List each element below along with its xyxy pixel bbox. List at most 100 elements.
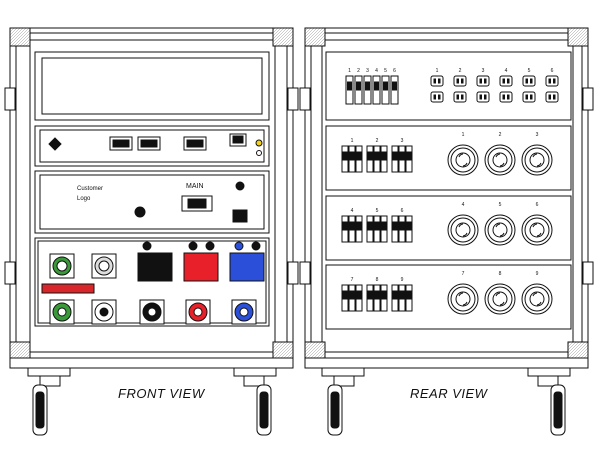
breaker-row4-9[interactable]: 9 bbox=[391, 277, 413, 312]
breaker-row1-label-5: 5 bbox=[384, 68, 387, 74]
breaker-row2-label-3: 3 bbox=[401, 138, 404, 144]
rear-latch-right-top bbox=[582, 87, 594, 111]
outlet-row3-label-6: 6 bbox=[536, 202, 539, 208]
front-corner-tr bbox=[272, 27, 294, 47]
duplex-outlet-4[interactable]: 4 bbox=[499, 68, 513, 103]
camlock-red[interactable] bbox=[183, 241, 219, 282]
meter-led bbox=[256, 150, 262, 156]
rear-latch-left-bot bbox=[299, 261, 311, 285]
twistlock-outlet-2[interactable]: 2 bbox=[484, 132, 516, 176]
duplex-outlet-5[interactable]: 5 bbox=[522, 68, 536, 103]
twistlock-outlet-8[interactable]: 8 bbox=[484, 271, 516, 315]
outlet-row1-label-2: 2 bbox=[459, 68, 462, 74]
outlet-row1-label-1: 1 bbox=[436, 68, 439, 74]
camlock-black[interactable] bbox=[137, 241, 173, 282]
duplex-outlet-2[interactable]: 2 bbox=[453, 68, 467, 103]
connector-white-bottom[interactable] bbox=[91, 299, 117, 325]
indicator-box bbox=[232, 209, 248, 223]
breaker-row1-1[interactable]: 1 bbox=[345, 68, 354, 105]
front-latch-right-top bbox=[287, 87, 299, 111]
breaker-row1-2[interactable]: 2 bbox=[354, 68, 363, 105]
breaker-row1-label-2: 2 bbox=[357, 68, 360, 74]
customer-logo-line2: Logo bbox=[77, 196, 91, 202]
connector-blue-bottom[interactable] bbox=[231, 299, 257, 325]
front-corner-br bbox=[272, 341, 294, 361]
meter-led-yellow bbox=[255, 139, 263, 147]
camlock-blue[interactable] bbox=[229, 241, 265, 282]
breaker-row3-5[interactable]: 5 bbox=[366, 208, 388, 243]
front-meter-panel bbox=[34, 125, 270, 167]
front-connector-panel bbox=[34, 237, 270, 327]
front-latch-right-bot bbox=[287, 261, 299, 285]
front-latch-left-top bbox=[4, 87, 16, 111]
breaker-row4-8[interactable]: 8 bbox=[366, 277, 388, 312]
breaker-row1-label-3: 3 bbox=[366, 68, 369, 74]
warning-label bbox=[41, 283, 95, 294]
breaker-row4-7[interactable]: 7 bbox=[341, 277, 363, 312]
rear-panel-row1 bbox=[325, 51, 572, 121]
twistlock-outlet-1[interactable]: 1 bbox=[447, 132, 479, 176]
meter-display-4 bbox=[229, 133, 247, 147]
duplex-outlet-6[interactable]: 6 bbox=[545, 68, 559, 103]
front-caster-right bbox=[233, 367, 277, 436]
breaker-row1-label-6: 6 bbox=[393, 68, 396, 74]
twistlock-outlet-4[interactable]: 4 bbox=[447, 202, 479, 246]
outlet-row3-label-5: 5 bbox=[499, 202, 502, 208]
meter-display-2 bbox=[137, 136, 161, 151]
breaker-row2-3[interactable]: 3 bbox=[391, 138, 413, 173]
twistlock-outlet-3[interactable]: 3 bbox=[521, 132, 553, 176]
front-caster-left bbox=[27, 367, 71, 436]
twistlock-outlet-9[interactable]: 9 bbox=[521, 271, 553, 315]
breaker-row3-4[interactable]: 4 bbox=[341, 208, 363, 243]
meter-display-3 bbox=[183, 136, 207, 151]
breaker-row1-3[interactable]: 3 bbox=[363, 68, 372, 105]
breaker-row1-5[interactable]: 5 bbox=[381, 68, 390, 105]
breaker-row2-2[interactable]: 2 bbox=[366, 138, 388, 173]
connector-white-top[interactable] bbox=[91, 253, 117, 279]
front-blank-panel bbox=[34, 51, 270, 121]
twistlock-outlet-5[interactable]: 5 bbox=[484, 202, 516, 246]
rear-panel-row3 bbox=[325, 195, 572, 261]
outlet-row3-label-4: 4 bbox=[462, 202, 465, 208]
outlet-row4-label-8: 8 bbox=[499, 271, 502, 277]
connector-green-bottom[interactable] bbox=[49, 299, 75, 325]
customer-logo-line1: Customer bbox=[77, 186, 104, 192]
breaker-row1-label-4: 4 bbox=[375, 68, 378, 74]
outlet-row4-label-9: 9 bbox=[536, 271, 539, 277]
twistlock-outlet-6[interactable]: 6 bbox=[521, 202, 553, 246]
breaker-row1-6[interactable]: 6 bbox=[390, 68, 399, 105]
outlet-row1-label-5: 5 bbox=[528, 68, 531, 74]
breaker-row3-6[interactable]: 6 bbox=[391, 208, 413, 243]
duplex-outlet-1[interactable]: 1 bbox=[430, 68, 444, 103]
front-corner-bl bbox=[9, 341, 31, 361]
breaker-row4-label-9: 9 bbox=[401, 277, 404, 283]
breaker-row3-label-5: 5 bbox=[376, 208, 379, 214]
breaker-row3-label-4: 4 bbox=[351, 208, 354, 214]
breaker-row4-label-7: 7 bbox=[351, 277, 354, 283]
outlet-row1-label-3: 3 bbox=[482, 68, 485, 74]
rear-view-label: REAR VIEW bbox=[410, 386, 488, 401]
rear-corner-tr bbox=[567, 27, 589, 47]
twistlock-outlet-7[interactable]: 7 bbox=[447, 271, 479, 315]
front-corner-tl bbox=[9, 27, 31, 47]
rear-panel-row4 bbox=[325, 264, 572, 330]
connector-green-top[interactable] bbox=[49, 253, 75, 279]
duplex-outlet-3[interactable]: 3 bbox=[476, 68, 490, 103]
key-switch[interactable] bbox=[134, 206, 146, 218]
rear-latch-left-top bbox=[299, 87, 311, 111]
rear-caster-right bbox=[527, 367, 571, 436]
rear-corner-br bbox=[567, 341, 589, 361]
breaker-row2-1[interactable]: 1 bbox=[341, 138, 363, 173]
connector-red-bottom[interactable] bbox=[185, 299, 211, 325]
breaker-row2-label-2: 2 bbox=[376, 138, 379, 144]
connector-black-bottom[interactable] bbox=[139, 299, 165, 325]
outlet-row2-label-3: 3 bbox=[536, 132, 539, 138]
breaker-row1-4[interactable]: 4 bbox=[372, 68, 381, 105]
main-breaker-label: MAIN bbox=[186, 183, 204, 190]
outlet-row1-label-6: 6 bbox=[551, 68, 554, 74]
front-case bbox=[4, 27, 299, 436]
breaker-row1-label-1: 1 bbox=[348, 68, 351, 74]
